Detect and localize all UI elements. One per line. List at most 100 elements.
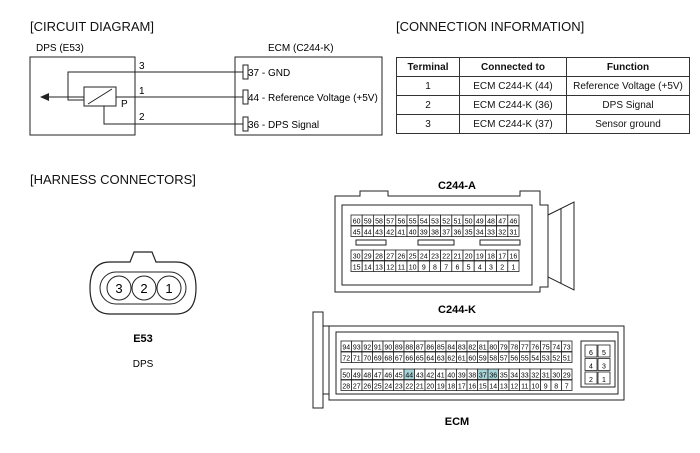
connector-pin-number: 86 — [426, 344, 434, 351]
c244a-key-slot — [355, 239, 387, 246]
connector-pin-number: 45 — [353, 229, 361, 236]
connector-pin-number: 65 — [416, 355, 424, 362]
connector-pin-cell — [584, 344, 598, 358]
c244a-key-slot — [479, 239, 521, 246]
connector-pin-number: 76 — [531, 344, 539, 351]
connector-pin-number: 29 — [563, 372, 571, 379]
connector-pin-number: 78 — [510, 344, 518, 351]
connector-pin-number: 32 — [498, 229, 506, 236]
connector-pin-number: 17 — [498, 253, 506, 260]
pin-label: 1 — [139, 86, 145, 97]
connector-pin-number: 38 — [468, 372, 476, 379]
connector-pin-number: 10 — [409, 264, 417, 271]
e53-pin — [106, 275, 132, 301]
connector-pin-number: 18 — [487, 253, 495, 260]
connector-pin-number: 26 — [398, 253, 406, 260]
connector-pin-number: 67 — [395, 355, 403, 362]
c244k-latch — [312, 311, 324, 409]
connector-pin-number: 77 — [521, 344, 529, 351]
connector-pin-number: 32 — [531, 372, 539, 379]
dps-sensor-box — [29, 56, 136, 136]
connector-pin-number: 9 — [544, 383, 548, 390]
ecm-pin-label: 44 - Reference Voltage (+5V) — [248, 93, 378, 104]
connector-pin-number: 54 — [531, 355, 539, 362]
connection-table: Terminal Connected to Function 1 ECM C24… — [396, 57, 690, 134]
connector-pin-cell — [584, 358, 598, 371]
ecm-box — [234, 56, 383, 136]
connector-pin-number: 47 — [498, 218, 506, 225]
connector-pin-number: 71 — [353, 355, 361, 362]
connector-pin-number: 89 — [395, 344, 403, 351]
connector-pin-number: 28 — [375, 253, 383, 260]
connector-pin-number: 80 — [489, 344, 497, 351]
connector-pin-number: 49 — [353, 372, 361, 379]
connector-pin-number: 16 — [510, 253, 518, 260]
connector-pin-cell — [507, 225, 520, 237]
table-row: 3 ECM C244-K (37) Sensor ground — [396, 114, 690, 134]
connector-pin-number: 72 — [342, 355, 350, 362]
connector-pin-number: 26 — [363, 383, 371, 390]
connector-pin-number: 42 — [386, 229, 394, 236]
signal-arrow-head — [40, 93, 49, 101]
connector-pin-number: 55 — [409, 218, 417, 225]
connector-pin-number: 84 — [447, 344, 455, 351]
connector-pin-number: 17 — [458, 383, 466, 390]
connector-pin-cell — [597, 371, 611, 385]
connector-pin-number: 4 — [478, 264, 482, 271]
e53-caption: DPS — [133, 359, 154, 370]
connector-pin-number: 9 — [422, 264, 426, 271]
connector-pin-number: 13 — [375, 264, 383, 271]
pressure-element-slash — [87, 88, 113, 105]
connector-pin-number: 92 — [363, 344, 371, 351]
connector-pin-cell — [561, 351, 573, 363]
connector-pin-number: 24 — [420, 253, 428, 260]
connector-pin-number: 63 — [437, 355, 445, 362]
connector-pin-number: 29 — [364, 253, 372, 260]
connector-pin-number: 22 — [405, 383, 413, 390]
connector-pin-number: 62 — [447, 355, 455, 362]
connector-pin-number: 6 — [589, 350, 593, 357]
e53-name: E53 — [133, 333, 153, 345]
e53-pin — [131, 275, 157, 301]
connector-pin-number: 44 — [364, 229, 372, 236]
connector-pin-number: 69 — [374, 355, 382, 362]
connector-pin-number: 53 — [431, 218, 439, 225]
connector-pin-number: 1 — [602, 377, 606, 384]
connector-pin-number: 4 — [589, 363, 593, 370]
connector-pin-number: 51 — [563, 355, 571, 362]
ecm-pin-label: 37 - GND — [248, 68, 290, 79]
connector-pin-number: 5 — [467, 264, 471, 271]
c244k-latch — [322, 325, 330, 395]
connector-pin-number: 46 — [384, 372, 392, 379]
connector-pin-number: 13 — [500, 383, 508, 390]
connector-pin-number: 44 — [405, 372, 413, 379]
connector-pin-number: 2 — [589, 377, 593, 384]
dps-box-label: DPS (E53) — [36, 43, 84, 54]
connector-pin-number: 11 — [398, 264, 405, 271]
pin-label: 2 — [139, 112, 145, 123]
connector-pin-number: 61 — [458, 355, 466, 362]
connector-pin-number: 22 — [442, 253, 450, 260]
e53-pin-label: 2 — [140, 281, 147, 296]
connector-pin-number: 30 — [552, 372, 560, 379]
connector-pin-number: 49 — [476, 218, 484, 225]
e53-pin-label: 1 — [165, 281, 172, 296]
e53-pin — [156, 275, 182, 301]
connector-pin-cell — [507, 214, 520, 226]
connector-pin-number: 12 — [510, 383, 518, 390]
connector-pin-number: 57 — [500, 355, 508, 362]
connector-pin-number: 50 — [342, 372, 350, 379]
connector-pin-number: 34 — [476, 229, 484, 236]
connector-pin-number: 38 — [431, 229, 439, 236]
connector-pin-number: 40 — [447, 372, 455, 379]
connector-pin-number: 34 — [510, 372, 518, 379]
connector-pin-number: 58 — [489, 355, 497, 362]
connector-pin-number: 43 — [375, 229, 383, 236]
connector-pin-number: 68 — [384, 355, 392, 362]
connector-pin-number: 43 — [416, 372, 424, 379]
